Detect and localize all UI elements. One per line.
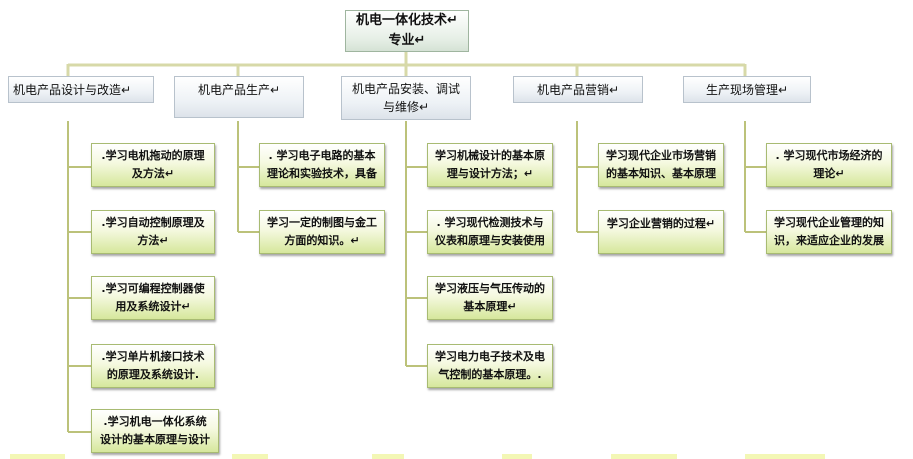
root-title-line1: 机电一体化技术↵ <box>356 13 458 28</box>
leaf-line1: 学习电力电子技术及电 <box>435 350 545 363</box>
leaf-line1: 学习机械设计的基本原 <box>435 149 545 162</box>
category-production: 机电产品生产↵ <box>174 76 304 118</box>
leaf-line1: 学习一定的制图与金工 <box>267 216 377 229</box>
leaf-marketing-2: 学习企业营销的过程↵ <box>598 210 724 254</box>
leaf-line1: 学习现代企业市场营销 <box>606 149 716 162</box>
leaf-line2: 方法↵ <box>137 234 169 247</box>
category-design: 机电产品设计与改造↵ <box>8 76 154 103</box>
leaf-design-4: .学习单片机接口技术 的原理及系统设计. <box>91 344 215 388</box>
leaf-line1: .学习机电一体化系统 <box>103 415 207 428</box>
leaf-production-1: . 学习电子电路的基本 理论和实验技术，具备 <box>259 143 385 187</box>
category-install: 机电产品安装、调试 与维修↵ <box>341 76 471 120</box>
leaf-install-4: 学习电力电子技术及电 气控制的基本原理。. <box>427 344 553 388</box>
category-label: 生产现场管理↵ <box>705 82 789 97</box>
category-label: 机电产品生产↵ <box>197 83 281 97</box>
leaf-line1: . 学习电子电路的基本 <box>268 149 376 162</box>
leaf-line1: .学习可编程控制器使 <box>101 282 205 295</box>
leaf-line2: 仪表和原理与安装使用 <box>435 234 545 247</box>
root-title-line2: 专业↵ <box>388 33 426 48</box>
leaf-design-3: .学习可编程控制器使 用及系统设计↵ <box>91 276 215 320</box>
leaf-install-1: 学习机械设计的基本原 理与设计方法；↵ <box>427 143 553 187</box>
leaf-line1: .学习自动控制原理及 <box>101 216 205 229</box>
leaf-line2: 的基本知识、基本原理 <box>606 167 716 180</box>
leaf-design-5: .学习机电一体化系统 设计的基本原理与设计 <box>91 409 219 453</box>
leaf-management-1: . 学习现代市场经济的 理论↵ <box>766 143 892 187</box>
leaf-line2: 识，来适应企业的发展 <box>774 234 884 247</box>
leaf-line2: 用及系统设计↵ <box>115 300 191 313</box>
leaf-line1: .学习电机拖动的原理 <box>101 149 205 162</box>
leaf-line1: 学习现代企业管理的知 <box>774 216 884 229</box>
leaf-line1: 学习液压与气压传动的 <box>435 282 545 295</box>
leaf-line2: 理论↵ <box>813 167 845 180</box>
category-label-line2: 与维修↵ <box>382 100 430 114</box>
category-label-line1: 机电产品安装、调试 <box>351 82 460 96</box>
leaf-marketing-1: 学习现代企业市场营销 的基本知识、基本原理 <box>598 143 724 187</box>
leaf-line2: 理论和实验技术，具备 <box>267 167 377 180</box>
category-label: 机电产品营销↵ <box>536 82 620 97</box>
leaf-line1: .学习单片机接口技术 <box>101 350 205 363</box>
category-management: 生产现场管理↵ <box>683 76 811 103</box>
leaf-line1: . 学习现代检测技术与 <box>436 216 544 229</box>
leaf-line2: 理与设计方法；↵ <box>446 167 534 180</box>
leaf-line1: 学习企业营销的过程↵ <box>606 217 716 230</box>
leaf-design-2: .学习自动控制原理及 方法↵ <box>91 210 215 254</box>
category-label: 机电产品设计与改造↵ <box>13 82 132 97</box>
leaf-line2: 方面的知识。↵ <box>284 234 360 247</box>
root-node: 机电一体化技术↵ 专业↵ <box>345 10 469 52</box>
leaf-install-3: 学习液压与气压传动的 基本原理↵ <box>427 276 553 320</box>
leaf-install-2: . 学习现代检测技术与 仪表和原理与安装使用 <box>427 210 553 254</box>
leaf-line2: 及方法↵ <box>131 167 175 180</box>
leaf-line2: 设计的基本原理与设计 <box>100 433 210 446</box>
leaf-line1: . 学习现代市场经济的 <box>775 149 883 162</box>
leaf-design-1: .学习电机拖动的原理 及方法↵ <box>91 143 215 187</box>
leaf-line2: 的原理及系统设计. <box>106 368 200 381</box>
leaf-management-2: 学习现代企业管理的知 识，来适应企业的发展 <box>766 210 892 254</box>
leaf-line2: 气控制的基本原理。. <box>438 368 542 381</box>
category-marketing: 机电产品营销↵ <box>513 76 643 103</box>
leaf-production-2: 学习一定的制图与金工 方面的知识。↵ <box>259 210 385 254</box>
leaf-line2: 基本原理↵ <box>463 300 517 313</box>
